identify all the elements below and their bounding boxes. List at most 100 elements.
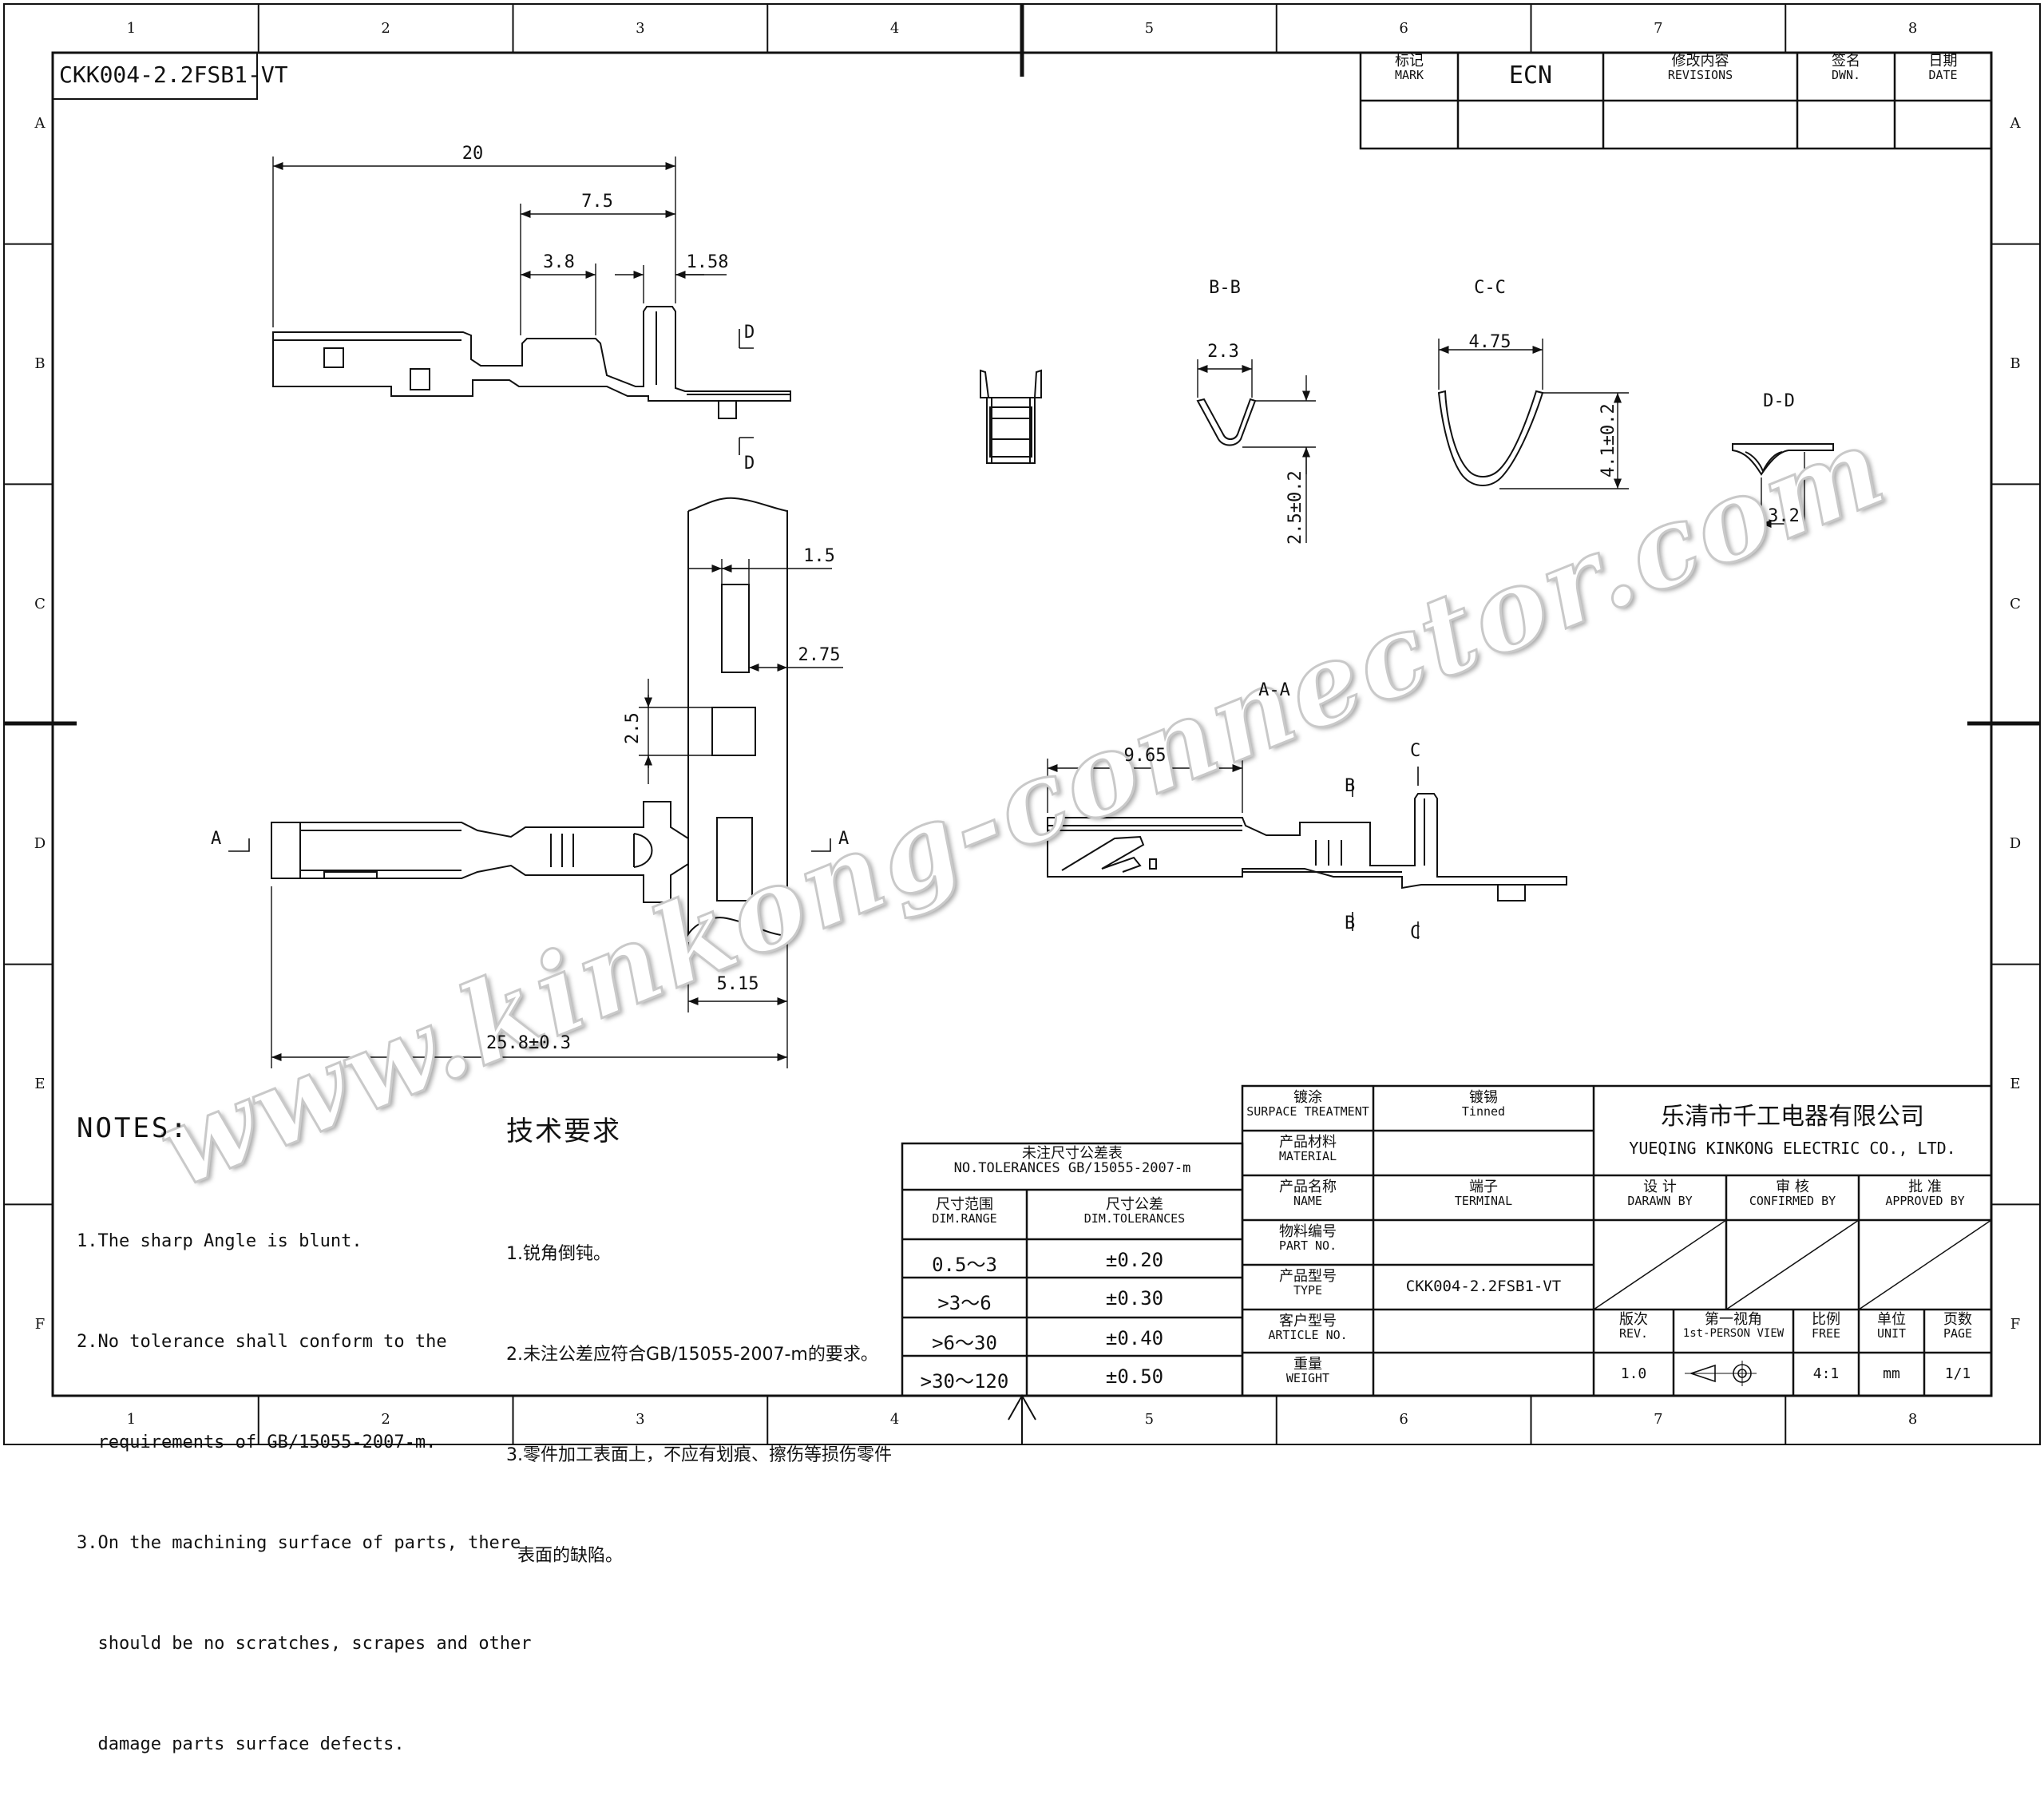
- zone-col-label: 1: [126, 20, 137, 37]
- dim-5-15: 5.15: [716, 974, 759, 994]
- zone-row-label: C: [34, 595, 46, 612]
- tolerance-value-cell: ±0.50: [1105, 1365, 1164, 1388]
- zone-col-label: 7: [1654, 20, 1663, 37]
- dim-20: 20: [461, 144, 484, 164]
- top-view-dimensions: [228, 559, 843, 1068]
- zone-row-label: D: [2009, 835, 2022, 853]
- zone-row-label: C: [2010, 595, 2021, 612]
- zone-col-label: 2: [381, 1411, 390, 1428]
- notes-english: 1.The sharp Angle is blunt. 2.No toleran…: [77, 1158, 532, 1795]
- section-aa: [1047, 793, 1567, 901]
- zone-row-label: E: [2010, 1076, 2021, 1092]
- section-title-bb: B-B: [1209, 278, 1241, 298]
- notes-title-cn: 技术要求: [506, 1115, 621, 1147]
- notes-title: NOTES:: [77, 1112, 189, 1144]
- zone-row-label: B: [34, 355, 46, 372]
- zone-row-label: B: [2010, 355, 2021, 372]
- note-line: 1.The sharp Angle is blunt.: [77, 1231, 362, 1251]
- dim-2-75: 2.75: [798, 645, 841, 665]
- note-line-cn: 2.未注公差应符合GB/15055-2007-m的要求。: [506, 1345, 878, 1365]
- tolerance-range-cell: >30～120: [920, 1370, 1009, 1393]
- section-dd-dimensions: [1761, 452, 1805, 533]
- zone-row-label: F: [2010, 1315, 2021, 1333]
- company-name-en: YUEQING KINKONG ELECTRIC CO., LTD.: [1629, 1139, 1956, 1158]
- zone-col-label: 8: [1907, 20, 1918, 37]
- tolerance-range-cell: >6～30: [932, 1332, 997, 1354]
- revision-block: [1359, 51, 1993, 150]
- zone-row-label: D: [34, 835, 46, 853]
- section-cc-dimensions: [1438, 339, 1629, 489]
- dim-7-5: 7.5: [581, 192, 613, 212]
- side-view-dimensions: [272, 157, 754, 455]
- zone-col-label: 6: [1399, 20, 1408, 37]
- section-label-d-bottom: D: [744, 454, 755, 474]
- tolerance-value-cell: ±0.40: [1105, 1327, 1164, 1349]
- projection-symbol-icon: [1685, 1361, 1757, 1386]
- tolerance-value-cell: ±0.20: [1105, 1249, 1164, 1271]
- technical-drawing: [3, 3, 2041, 1445]
- dim-2-5: 2.5: [623, 712, 643, 744]
- note-line: 2.No tolerance shall conform to the: [77, 1332, 447, 1352]
- note-line: damage parts surface defects.: [77, 1734, 405, 1754]
- note-line: requirements of GB/15055-2007-m.: [77, 1432, 437, 1452]
- zone-row-label: A: [2010, 115, 2021, 133]
- section-aa-dimensions: [1047, 759, 1419, 939]
- dim-bb-2-5: 2.5±0.2: [1285, 470, 1305, 545]
- section-label-c-bottom: C: [1410, 923, 1421, 943]
- section-label-b-bottom: B: [1345, 913, 1356, 933]
- title-block-grid: [1241, 1084, 1993, 1397]
- dim-1-58: 1.58: [686, 252, 729, 272]
- zone-col-label: 6: [1399, 1411, 1408, 1428]
- zone-col-label: 5: [1144, 1411, 1155, 1428]
- end-view: [980, 369, 1042, 464]
- zone-col-label: 8: [1907, 1411, 1918, 1428]
- dim-cc-4-1: 4.1±0.2: [1598, 403, 1618, 477]
- dim-bb-2-3: 2.3: [1207, 342, 1239, 362]
- tolerance-range-cell: 0.5～3: [932, 1254, 997, 1276]
- dim-1-5: 1.5: [803, 546, 835, 566]
- dim-aa-9-65: 9.65: [1123, 746, 1167, 766]
- zone-col-label: 3: [636, 20, 645, 37]
- tolerance-value-cell: ±0.30: [1105, 1287, 1164, 1310]
- notes-chinese: 1.锐角倒钝。 2.未注公差应符合GB/15055-2007-m的要求。 3.零…: [506, 1171, 892, 1607]
- section-label-c-top: C: [1410, 741, 1421, 761]
- section-title-cc: C-C: [1474, 278, 1506, 298]
- note-line-cn: 表面的缺陷。: [506, 1546, 623, 1566]
- zone-col-label: 1: [126, 1411, 137, 1428]
- note-line-cn: 1.锐角倒钝。: [506, 1244, 611, 1264]
- section-title-dd: D-D: [1763, 391, 1795, 411]
- zone-col-label: 2: [381, 20, 390, 37]
- tolerance-table-grid: [901, 1142, 1244, 1397]
- tb-unit-value: mm: [1883, 1365, 1900, 1382]
- section-title-aa: A-A: [1258, 680, 1290, 700]
- section-dd: [1732, 443, 1834, 476]
- tb-page-value: 1/1: [1944, 1365, 1971, 1382]
- section-label-a-right: A: [838, 829, 850, 849]
- side-view: [272, 306, 791, 419]
- section-bb-dimensions: [1197, 359, 1316, 543]
- zone-col-label: 4: [889, 1411, 900, 1428]
- zone-col-label: 4: [889, 20, 900, 37]
- zone-row-label: E: [34, 1076, 46, 1092]
- note-line: 3.On the machining surface of parts, the…: [77, 1533, 521, 1553]
- section-label-a-left: A: [211, 829, 222, 849]
- note-line-cn: 3.零件加工表面上，不应有划痕、擦伤等损伤零件: [506, 1445, 892, 1465]
- section-cc: [1437, 390, 1544, 486]
- drawing-number-box: [52, 52, 258, 100]
